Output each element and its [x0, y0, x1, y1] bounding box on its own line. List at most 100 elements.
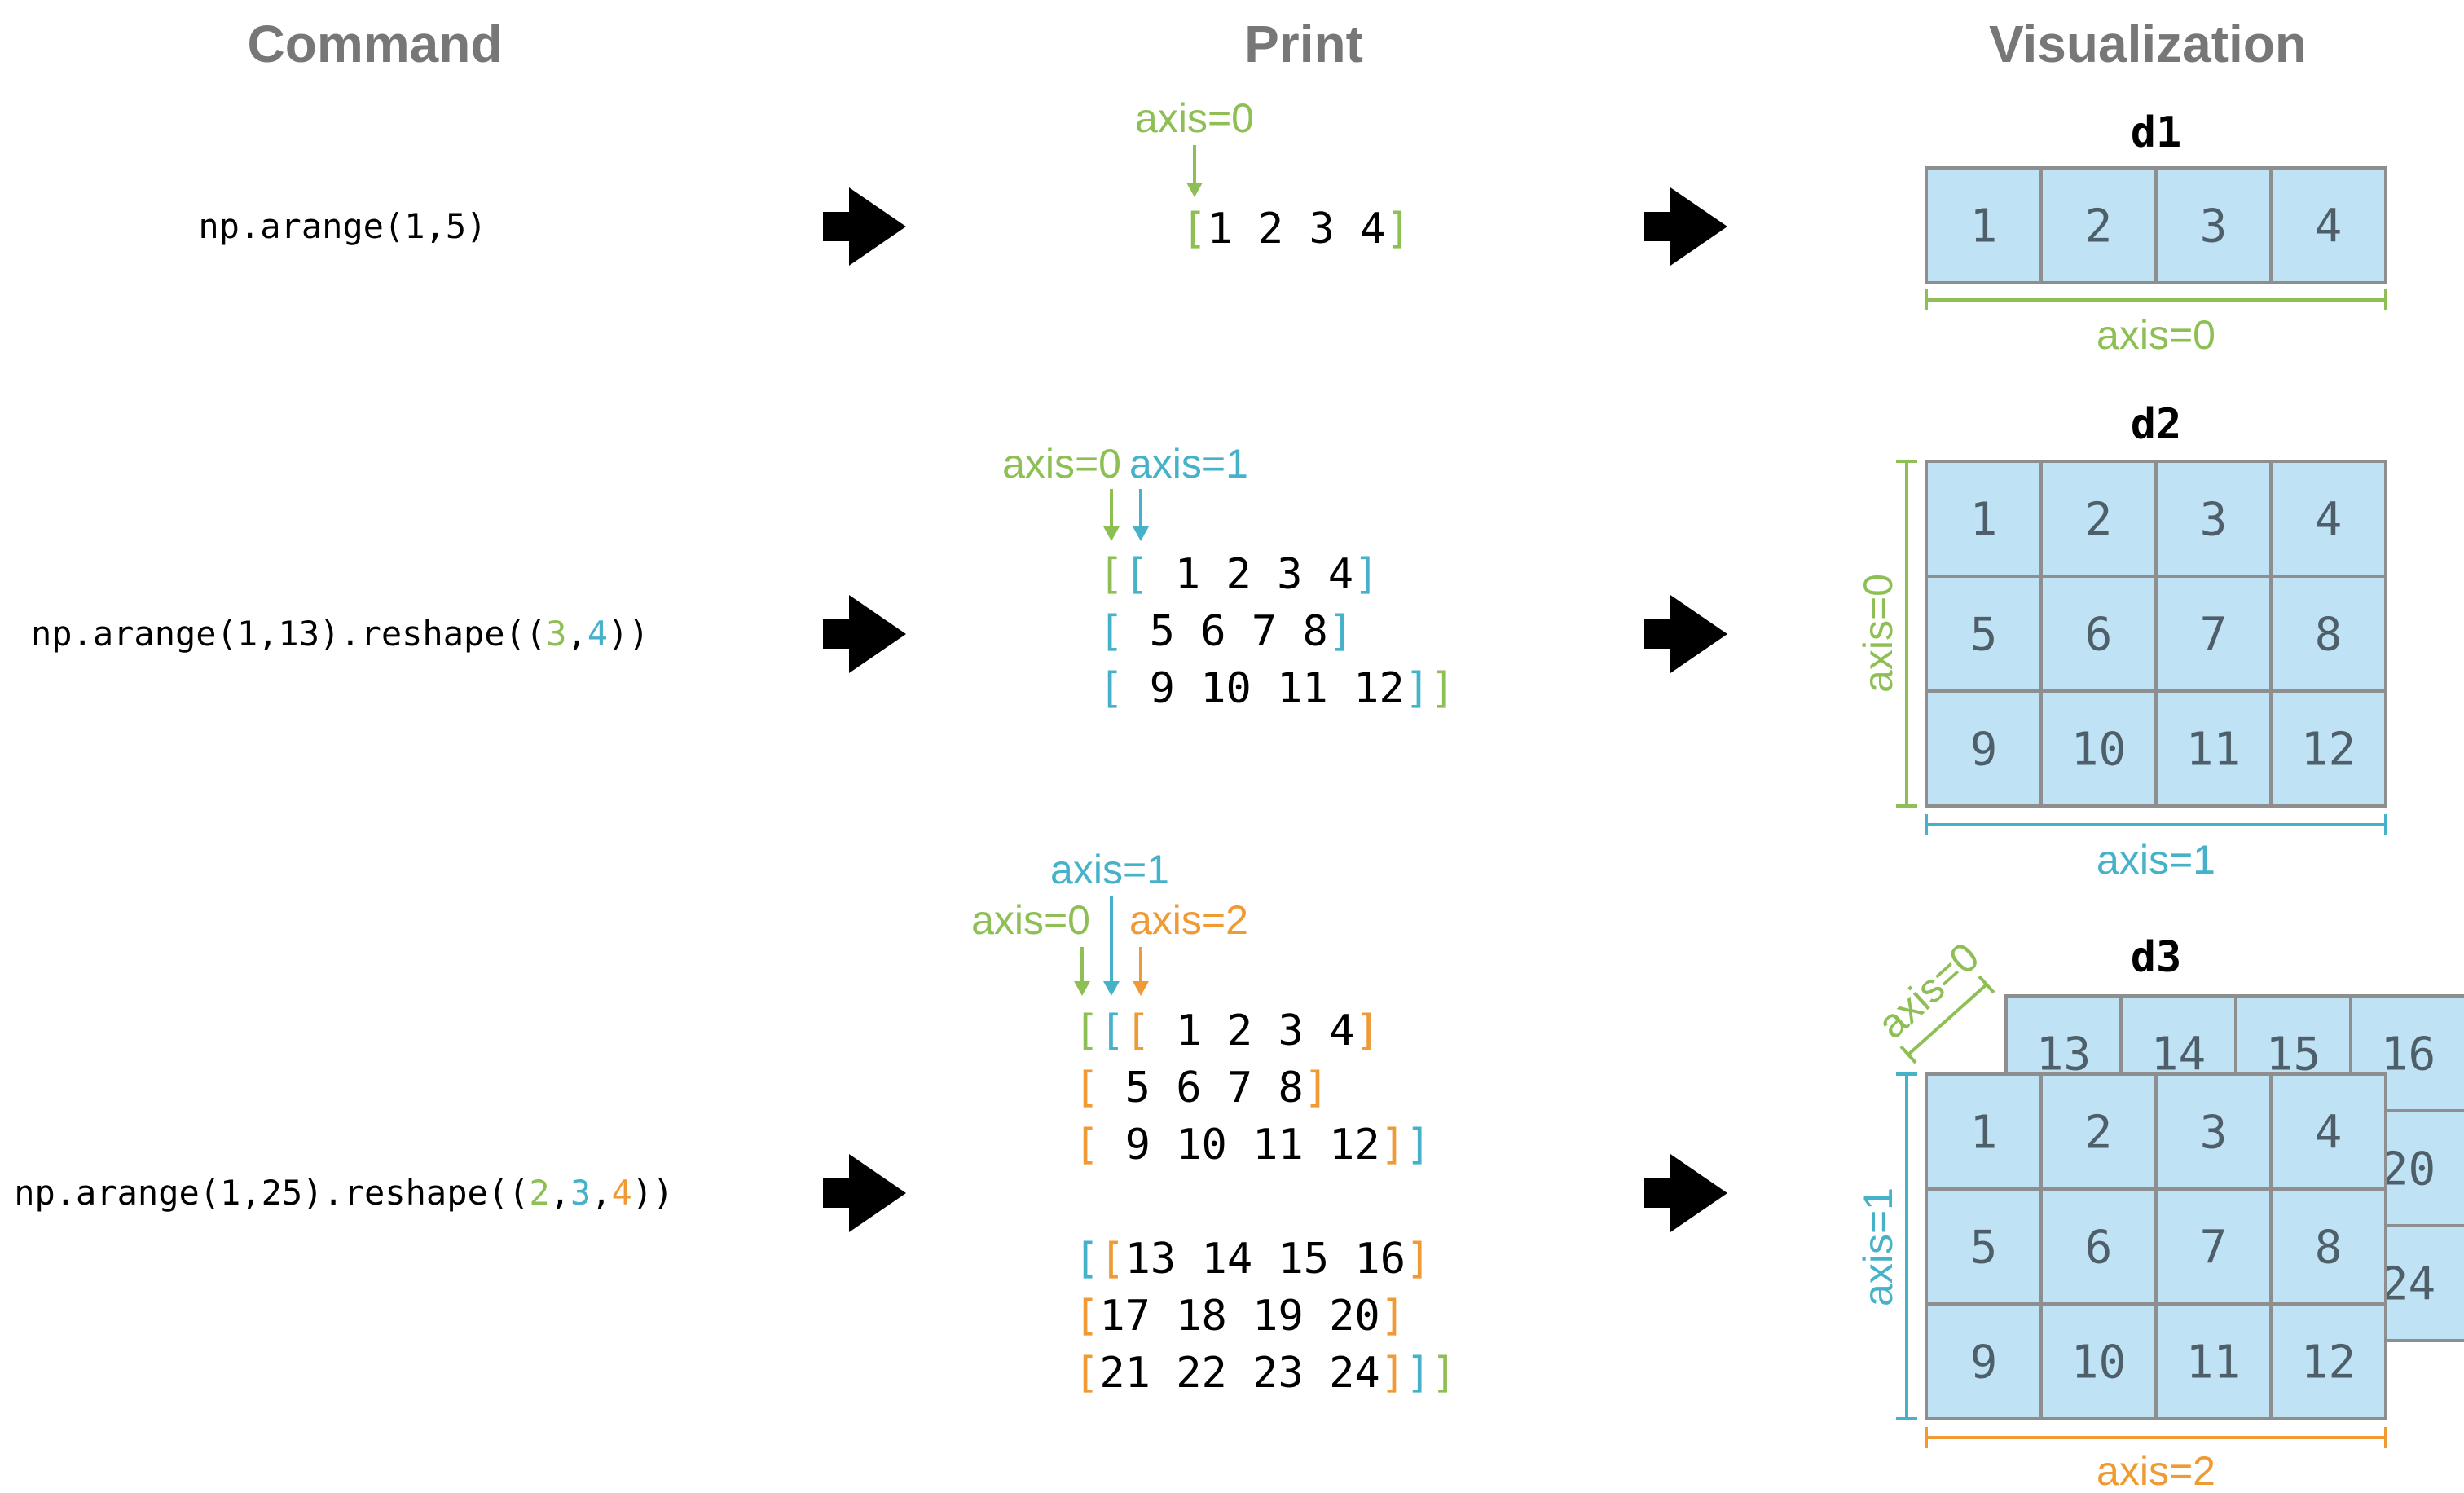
- text-segment: 13 14 15 16: [1125, 1235, 1406, 1284]
- axis1-bracket: [1896, 1072, 1917, 1420]
- cell-value: 3: [2200, 494, 2228, 547]
- bracket-axis0: ]: [1431, 1349, 1456, 1398]
- text-segment: 9 10 11 12: [1099, 1121, 1379, 1169]
- cell-value: 4: [2315, 200, 2343, 253]
- cell-value: 5: [1970, 1222, 1998, 1275]
- arrow-head: [1186, 183, 1203, 197]
- array-cell: [1925, 575, 2043, 693]
- bracket-axis2: [: [1074, 1292, 1099, 1341]
- axis-label-axis2: axis=2: [1129, 897, 1248, 943]
- text-segment: 1 2 3 4: [1151, 1006, 1354, 1055]
- cell-value: 9: [1970, 724, 1998, 777]
- bracket-axis1: [: [1124, 550, 1149, 599]
- bracket-axis0: [: [1098, 550, 1124, 599]
- bracket-axis1: [: [1099, 1006, 1124, 1055]
- cell-value: 3: [2200, 1107, 2228, 1160]
- bracket-axis2: ]: [1354, 1006, 1379, 1055]
- bracket-axis2: ]: [1380, 1349, 1406, 1398]
- text-segment: 1 2 3 4: [1207, 205, 1385, 253]
- axis-label-axis1: axis=1: [2097, 837, 2215, 883]
- bracket-axis0: [: [1181, 205, 1207, 253]
- axis2-arrow: [1133, 947, 1149, 996]
- array-cell: [2269, 1072, 2387, 1191]
- text-segment: ,: [591, 1173, 611, 1213]
- axis-label-axis2: axis=2: [2097, 1448, 2215, 1493]
- axis0-arrow: [1186, 145, 1203, 197]
- print-line: [ 9 10 11 12]]: [1098, 664, 1455, 713]
- cell-value: 24: [2381, 1258, 2435, 1311]
- axis-tick: [1899, 1045, 1917, 1064]
- text-segment: ,: [566, 614, 587, 654]
- text-segment: 21 22 23 24: [1099, 1349, 1379, 1398]
- cell-value: 13: [2036, 1028, 2091, 1081]
- print-line: [[[ 1 2 3 4]: [1074, 1006, 1380, 1055]
- array-name-d1: d1: [2131, 108, 2182, 157]
- bracket-axis2: 4: [612, 1173, 632, 1213]
- array-cell: [2269, 166, 2387, 284]
- cell-value: 2: [2085, 1107, 2113, 1160]
- bracket-axis2: [: [1074, 1064, 1099, 1112]
- bracket-axis2: [: [1125, 1006, 1151, 1055]
- cell-value: 16: [2381, 1028, 2435, 1081]
- command-text: np.arange(1,13).reshape((3,4)): [31, 614, 649, 654]
- column-headers: Command Print Visualization: [248, 15, 2307, 73]
- array-cell: [1925, 1302, 2043, 1420]
- axis-label-axis0: axis=0: [1135, 95, 1254, 141]
- cell-value: 6: [2085, 1222, 2113, 1275]
- bracket-axis1: 3: [570, 1173, 591, 1213]
- text-segment: 9 10 11 12: [1124, 664, 1404, 713]
- axis-line: [1907, 983, 1988, 1056]
- bracket-axis1: 4: [587, 614, 608, 654]
- header-visualization: Visualization: [1989, 15, 2307, 73]
- cell-value: 15: [2266, 1028, 2321, 1081]
- arrow-print-to-visualization: [1644, 187, 1727, 266]
- cell-value: 8: [2315, 1222, 2343, 1275]
- axis-label-axis1: axis=1: [1050, 847, 1169, 892]
- axis0-arrow: [1103, 489, 1120, 541]
- cell-value: 2: [2085, 200, 2113, 253]
- header-command: Command: [248, 15, 503, 73]
- command-text: np.arange(1,5): [198, 206, 486, 246]
- bracket-axis1: [: [1098, 607, 1124, 656]
- cell-value: 3: [2200, 200, 2228, 253]
- bracket-axis0: ]: [1385, 205, 1410, 253]
- cell-value: 7: [2200, 609, 2228, 662]
- arrow-head: [1074, 981, 1090, 996]
- array-cell: [2154, 1302, 2273, 1420]
- text-segment: ,: [550, 1173, 570, 1213]
- array-cell: [2269, 1187, 2387, 1306]
- axis-label-axis0: axis=0: [1002, 441, 1121, 487]
- text-segment: np.arange(1,13).reshape((: [31, 614, 546, 654]
- cell-value: 12: [2301, 724, 2356, 777]
- text-segment: 5 6 7 8: [1124, 607, 1327, 656]
- bracket-axis2: [: [1074, 1349, 1099, 1398]
- array-cell: [2154, 1187, 2273, 1306]
- bracket-axis1: [: [1098, 664, 1124, 713]
- axis-label-axis0: axis=0: [1869, 934, 1988, 1047]
- print-line: [1 2 3 4]: [1181, 205, 1411, 253]
- cell-value: 9: [1970, 1337, 1998, 1390]
- cell-value: 2: [2085, 494, 2113, 547]
- array-cell: [2154, 575, 2273, 693]
- array-cell: [2154, 460, 2273, 578]
- cell-value: 8: [2315, 609, 2343, 662]
- arrow-head: [1103, 981, 1120, 996]
- print-line: [[13 14 15 16]: [1074, 1235, 1431, 1284]
- print-line: [ 5 6 7 8]: [1098, 607, 1353, 656]
- arrow-head: [1103, 526, 1120, 541]
- cell-value: 6: [2085, 609, 2113, 662]
- arrow-command-to-print: [823, 187, 906, 266]
- arrow-print-to-visualization: [1644, 1154, 1727, 1232]
- axis0-bracket-diagonal: [1899, 975, 1995, 1064]
- arrow-command-to-print: [823, 1154, 906, 1232]
- text-segment: np.arange(1,5): [198, 206, 486, 246]
- bracket-axis1: ]: [1328, 607, 1353, 656]
- cell-value: 7: [2200, 1222, 2228, 1275]
- array-cell: [2269, 689, 2387, 808]
- array-cell: [1925, 689, 2043, 808]
- bracket-axis1: ]: [1406, 1121, 1431, 1169]
- print-line: [17 18 19 20]: [1074, 1292, 1406, 1341]
- axis1-arrow: [1103, 896, 1120, 996]
